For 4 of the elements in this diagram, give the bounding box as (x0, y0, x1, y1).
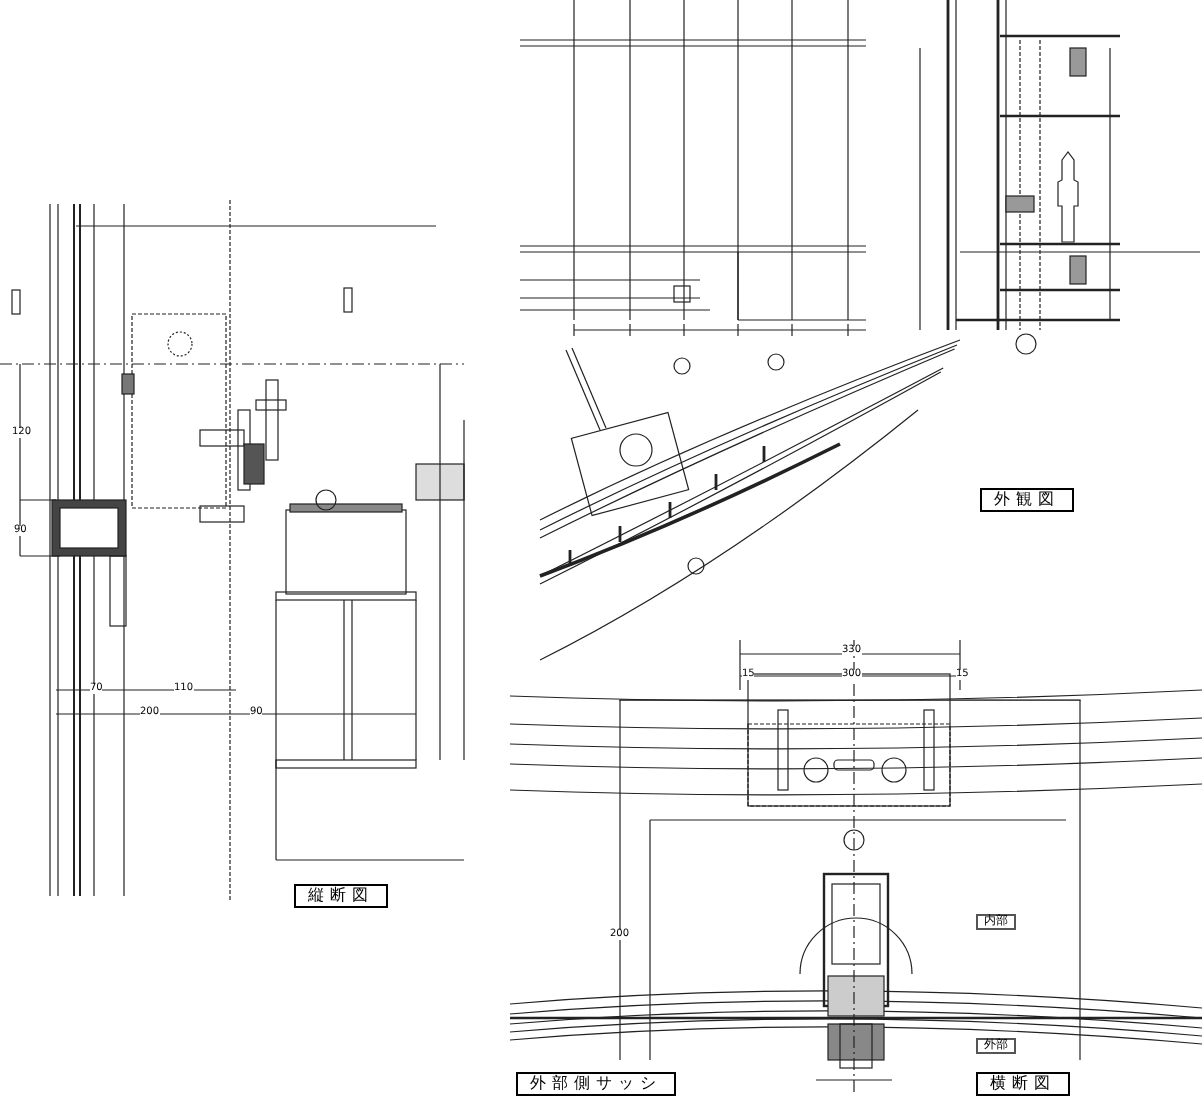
section-title: 外部側サッシ (516, 1072, 676, 1096)
section-title: 縦断図 (294, 884, 388, 908)
section-title: 横断図 (976, 1072, 1070, 1096)
section-title: 外観図 (980, 488, 1074, 512)
